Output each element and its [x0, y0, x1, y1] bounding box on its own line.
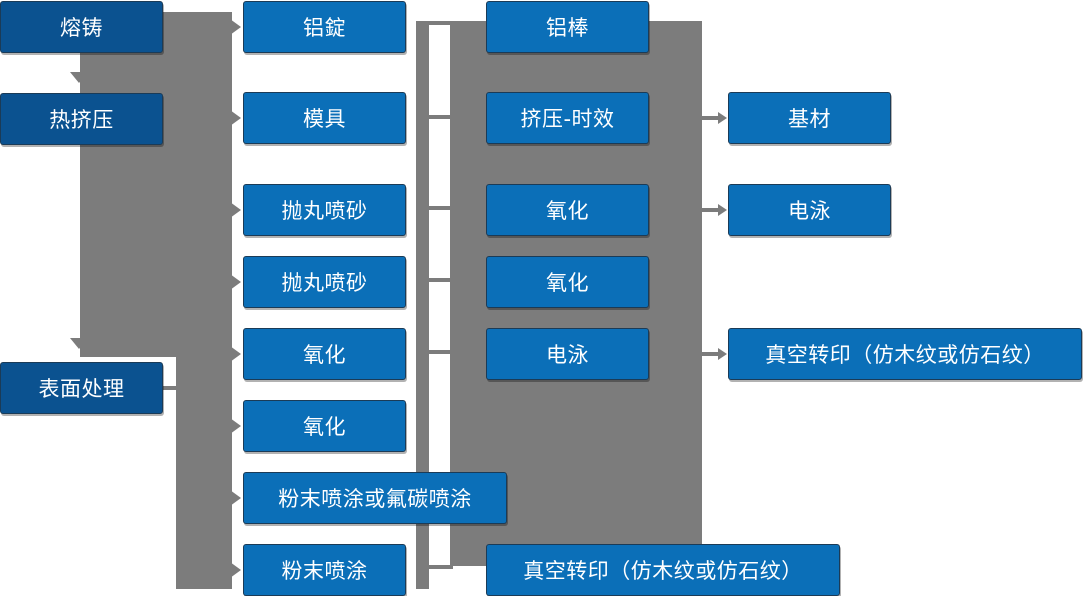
- connector-arrow-melt-to-extrusion: [70, 72, 88, 83]
- stage-label-hot-extrusion: 热挤压: [49, 108, 114, 132]
- stage-box-surface-treatment[interactable]: 表面处理: [0, 362, 163, 414]
- connector-arrow-to-electrophoresis: [702, 204, 727, 216]
- process-box-vacuum-transfer-bottom[interactable]: 真空转印（仿木纹或仿石纹）: [486, 544, 840, 596]
- process-label-powder-or-pvdf: 粉末喷涂或氟碳喷涂: [278, 487, 472, 511]
- connector-arrow-extrusion-to-surface: [70, 338, 88, 349]
- process-box-mould[interactable]: 模具: [243, 92, 406, 144]
- output-box-electrophoresis[interactable]: 电泳: [728, 184, 891, 236]
- output-label-electrophoresis: 电泳: [788, 199, 831, 223]
- process-box-shot-blast-2[interactable]: 抛丸喷砂: [243, 256, 406, 308]
- connector-fanout-bar-upper: [160, 12, 232, 357]
- process-label-vacuum-transfer-bottom: 真空转印（仿木纹或仿石纹）: [523, 559, 803, 583]
- process-box-powder-coating[interactable]: 粉末喷涂: [243, 544, 406, 596]
- connector-fanout-bar-lower: [176, 357, 232, 589]
- process-label-electrophoresis-1: 电泳: [546, 343, 589, 367]
- connector-surface-treatment-stub: [160, 386, 184, 390]
- connector-mid-rung-blast2: [429, 278, 453, 282]
- process-box-oxidation-1[interactable]: 氧化: [243, 328, 406, 380]
- process-box-shot-blast-1[interactable]: 抛丸喷砂: [243, 184, 406, 236]
- connector-mid-rung-ingot: [429, 21, 453, 25]
- process-label-shot-blast-1: 抛丸喷砂: [281, 199, 368, 223]
- connector-arrow-to-shot-blast-2: [230, 274, 241, 290]
- connector-arrow-to-aluminium-ingot: [230, 19, 241, 35]
- process-label-aluminium-ingot: 铝錠: [303, 16, 346, 40]
- connector-arrow-to-vacuum-transfer: [702, 348, 727, 360]
- connector-arrow-to-powder-or-pvdf: [230, 490, 241, 506]
- connector-arrow-to-powder-coating: [230, 562, 241, 578]
- stage-box-melt-cast[interactable]: 熔铸: [0, 1, 163, 53]
- process-box-electrophoresis-1[interactable]: 电泳: [486, 328, 649, 380]
- process-label-mould: 模具: [303, 107, 346, 131]
- output-box-vacuum-transfer[interactable]: 真空转印（仿木纹或仿石纹）: [728, 328, 1082, 380]
- process-label-oxidation-1: 氧化: [303, 343, 346, 367]
- stage-label-melt-cast: 熔铸: [60, 16, 103, 40]
- connector-mid-rung-bottom: [429, 565, 453, 569]
- connector-stage-trunk-mid: [80, 142, 172, 357]
- connector-arrow-to-oxidation-1: [230, 346, 241, 362]
- stage-box-hot-extrusion[interactable]: 热挤压: [0, 93, 163, 145]
- process-box-aluminium-bar[interactable]: 铝棒: [486, 1, 649, 53]
- connector-mid-rung-oxidation1: [429, 350, 453, 354]
- stage-label-surface-treatment: 表面处理: [38, 377, 125, 401]
- process-label-oxidation-3: 氧化: [546, 199, 589, 223]
- process-box-aluminium-ingot[interactable]: 铝錠: [243, 1, 406, 53]
- process-label-extrusion-aging: 挤压-时效: [520, 107, 615, 131]
- connector-arrow-to-shot-blast-1: [230, 202, 241, 218]
- process-label-aluminium-bar: 铝棒: [546, 16, 589, 40]
- connector-arrow-to-oxidation-2: [230, 418, 241, 434]
- connector-arrow-to-mould: [230, 110, 241, 126]
- output-label-base-material: 基材: [788, 107, 831, 131]
- process-box-extrusion-aging[interactable]: 挤压-时效: [486, 92, 649, 144]
- connector-arrow-to-base-material: [702, 112, 727, 124]
- process-label-oxidation-2: 氧化: [303, 415, 346, 439]
- output-box-base-material[interactable]: 基材: [728, 92, 891, 144]
- connector-mid-rung-blast1: [429, 206, 453, 210]
- process-box-powder-or-pvdf[interactable]: 粉末喷涂或氟碳喷涂: [243, 472, 507, 524]
- process-label-shot-blast-2: 抛丸喷砂: [281, 271, 368, 295]
- process-label-powder-coating: 粉末喷涂: [281, 559, 368, 583]
- process-label-oxidation-4: 氧化: [546, 271, 589, 295]
- process-box-oxidation-2[interactable]: 氧化: [243, 400, 406, 452]
- process-box-oxidation-4[interactable]: 氧化: [486, 256, 649, 308]
- output-label-vacuum-transfer: 真空转印（仿木纹或仿石纹）: [765, 343, 1045, 367]
- connector-mid-rung-mould: [429, 115, 453, 119]
- connector-mid-vertical-bar: [416, 21, 429, 589]
- process-box-oxidation-3[interactable]: 氧化: [486, 184, 649, 236]
